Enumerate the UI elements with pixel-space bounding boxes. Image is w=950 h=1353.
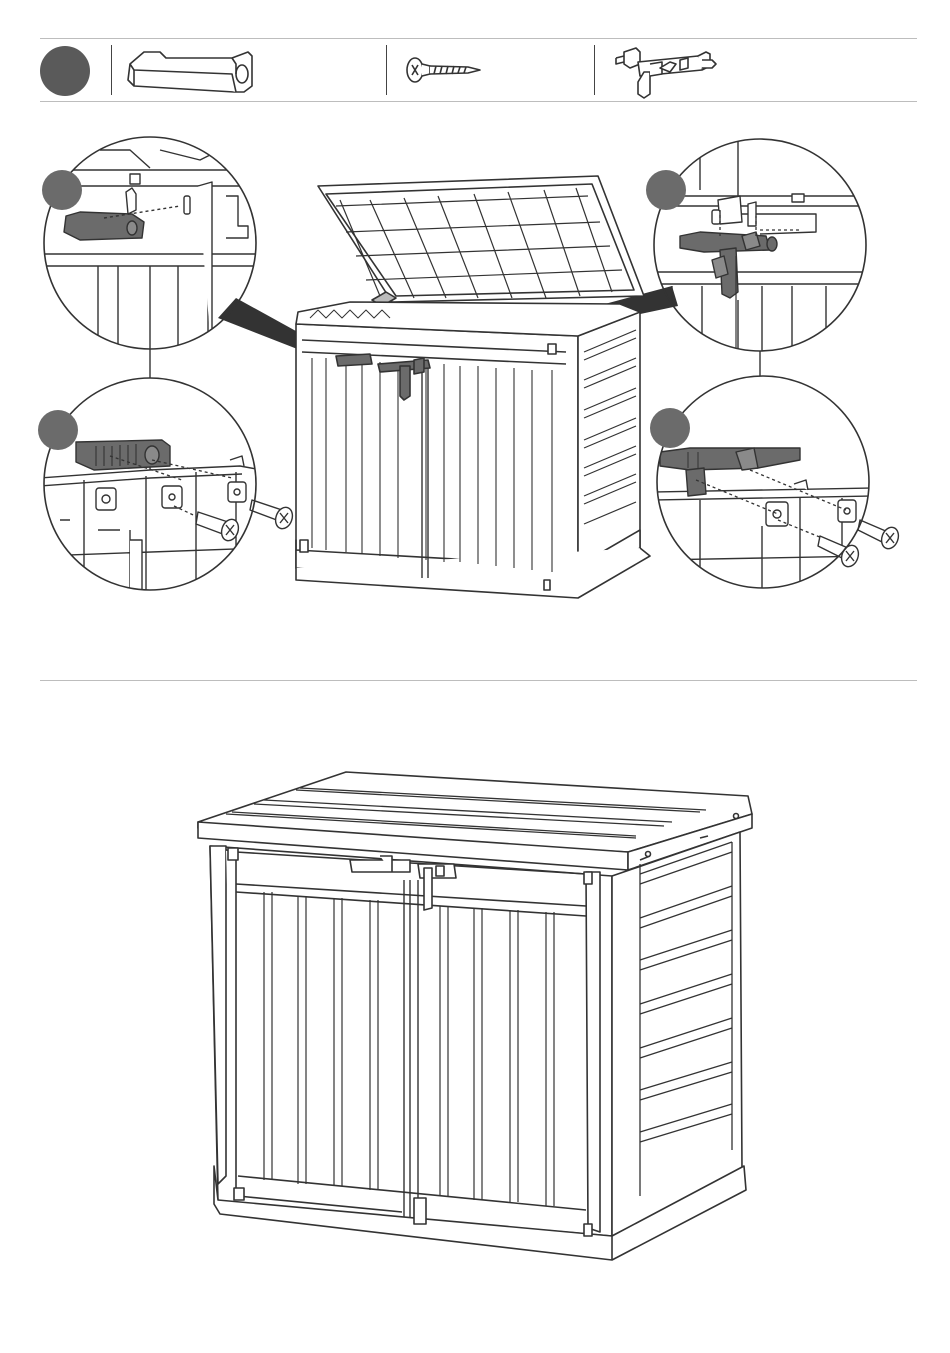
- handle-install-detail-icon: [40, 137, 260, 360]
- handle-screw-detail-icon: [38, 378, 295, 600]
- latch-part-icon: [610, 42, 720, 100]
- closed-storage-box-icon: [190, 765, 760, 1270]
- open-storage-box-icon: [296, 176, 650, 598]
- panel-divider: [40, 680, 917, 681]
- handle-part-icon: [122, 44, 257, 96]
- parts-separator: [594, 45, 595, 95]
- parts-separator: [111, 45, 112, 95]
- step-number-badge: [40, 46, 90, 96]
- screw-part-icon: [404, 55, 484, 85]
- latch-screw-detail-icon: [650, 376, 901, 600]
- parts-strip-top-rule: [40, 38, 917, 39]
- parts-strip-bottom-rule: [40, 101, 917, 102]
- latch-install-detail-icon: [646, 139, 870, 360]
- parts-separator: [386, 45, 387, 95]
- assembly-diagram-top: [0, 120, 950, 620]
